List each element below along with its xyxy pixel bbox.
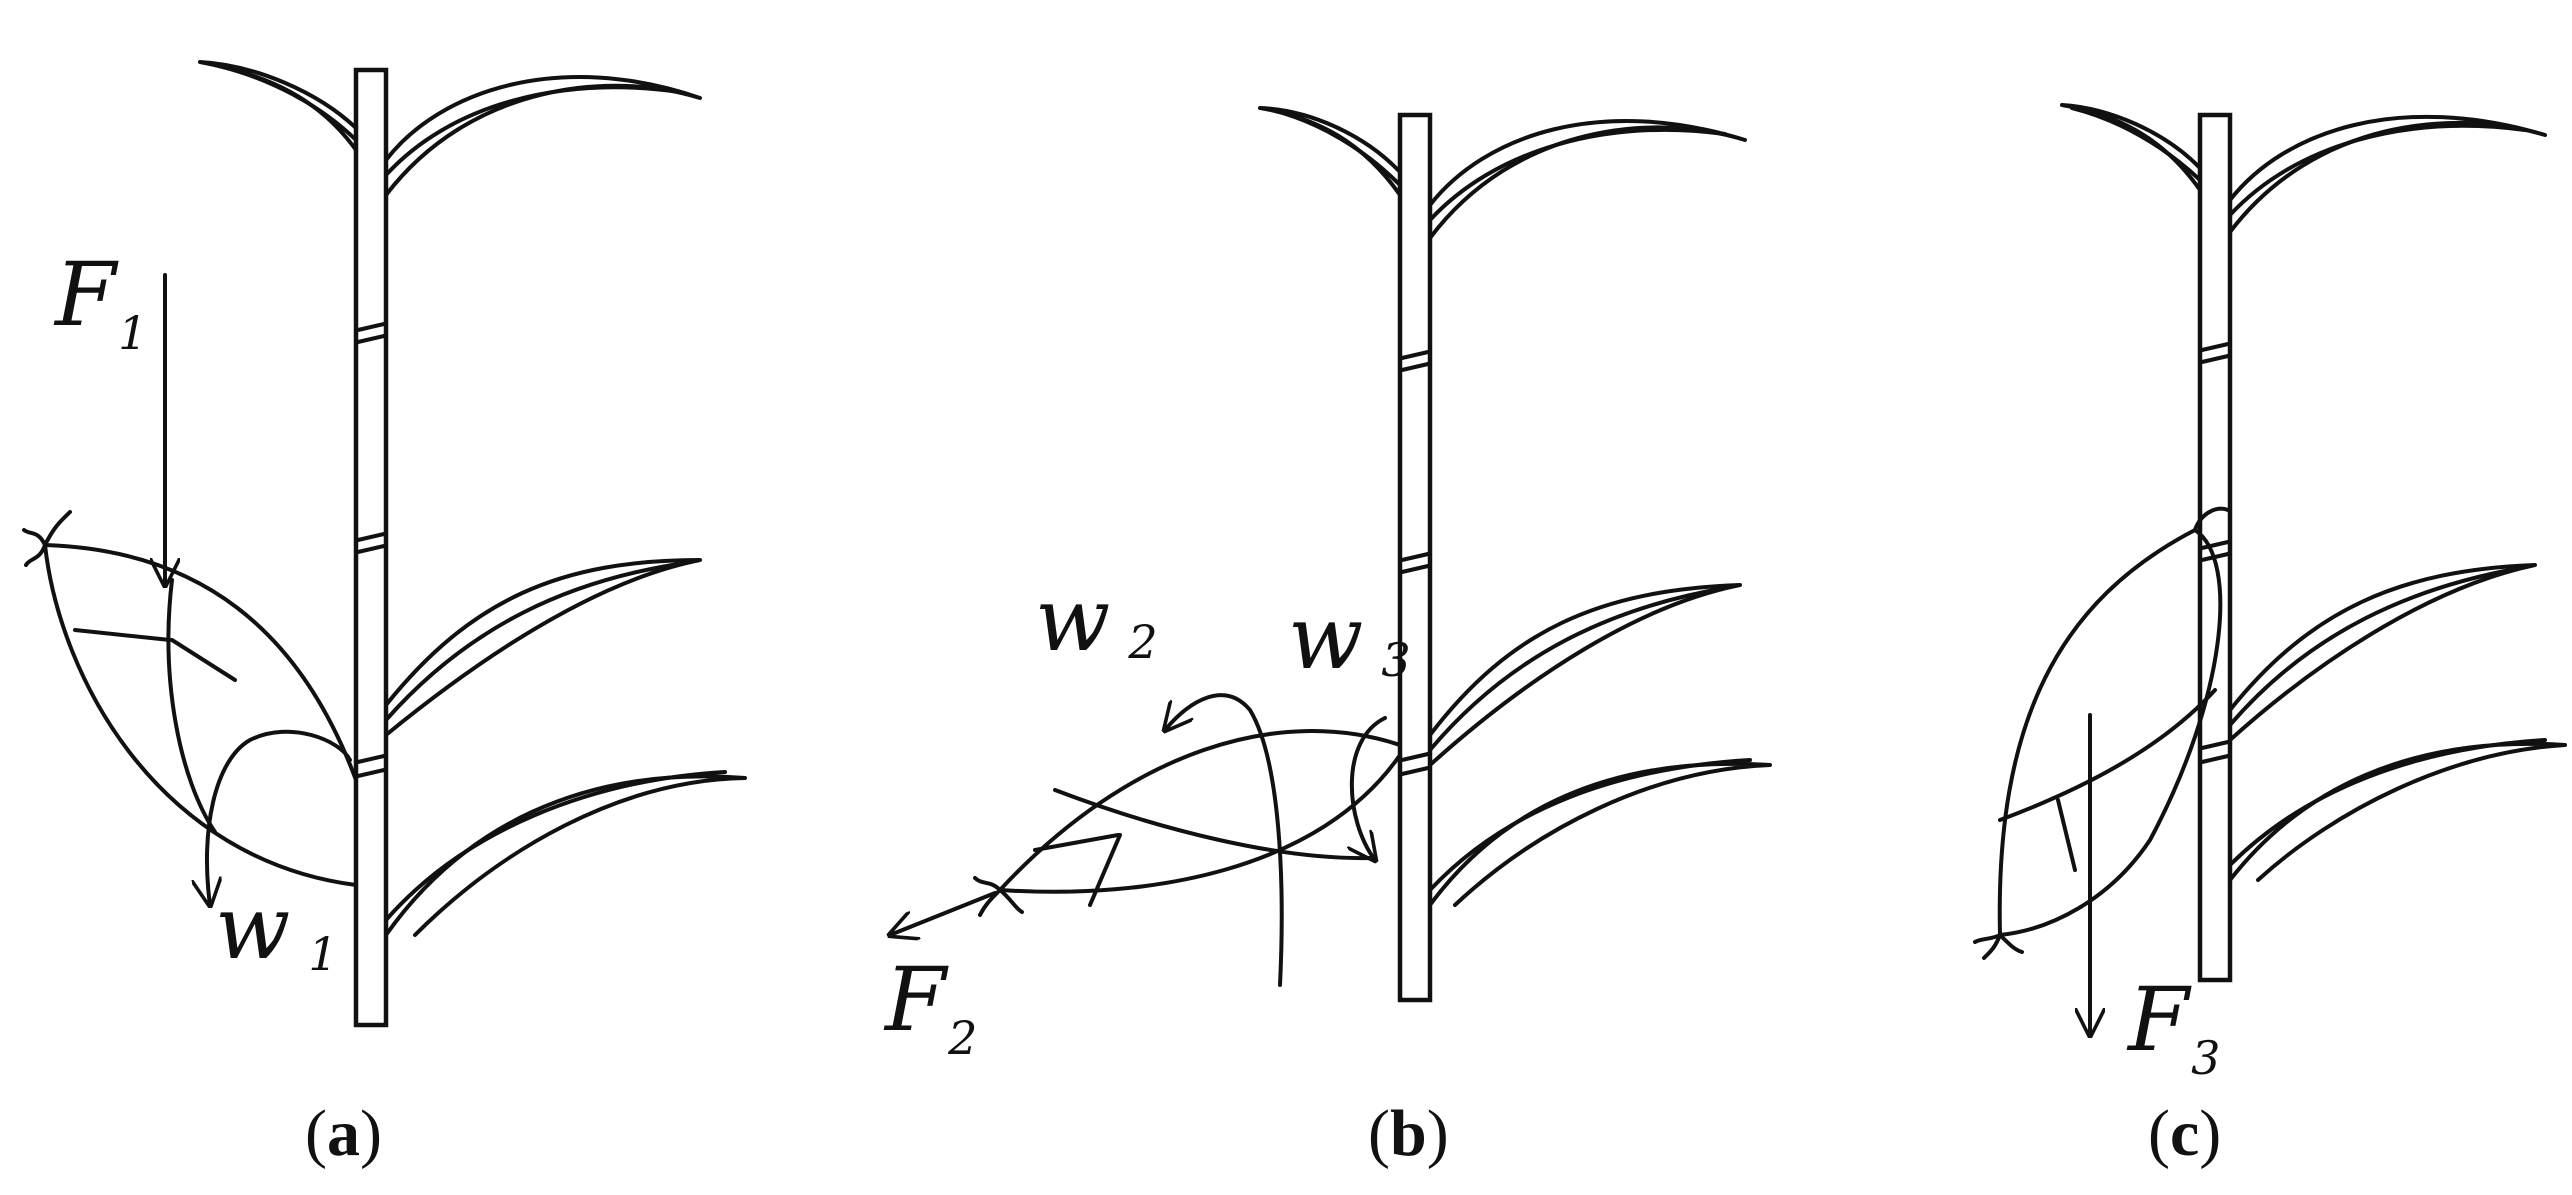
right-leaves-c [2228,563,2567,882]
top-leaves-a [198,60,702,197]
rotation-arrow-w3 [1352,716,1387,860]
caption-b: (b) [1368,1097,1449,1170]
rotation-arrow-w1 [207,729,352,905]
ear-b [973,729,1402,917]
ear-c [1973,506,2230,960]
top-leaves-c [2060,103,2547,234]
force-label-f2: F2 [883,948,977,1065]
force-arrow-f2 [890,891,997,935]
rotation-arrow-w2 [1165,693,1284,987]
right-leaves-b [1428,583,1772,907]
stalk-a [353,67,389,1028]
caption-c: (c) [2148,1097,2221,1170]
caption-a: (a) [305,1097,382,1170]
force-label-f1: F1 [53,243,147,360]
ear-a [22,510,358,887]
stalk-c [2197,112,2233,983]
right-leaves-a [384,558,747,937]
panel-c: F3 (c) [1973,103,2567,1170]
stalk-b [1397,112,1433,1003]
force-label-f3: F3 [2126,968,2220,1085]
top-leaves-b [1258,106,1747,240]
